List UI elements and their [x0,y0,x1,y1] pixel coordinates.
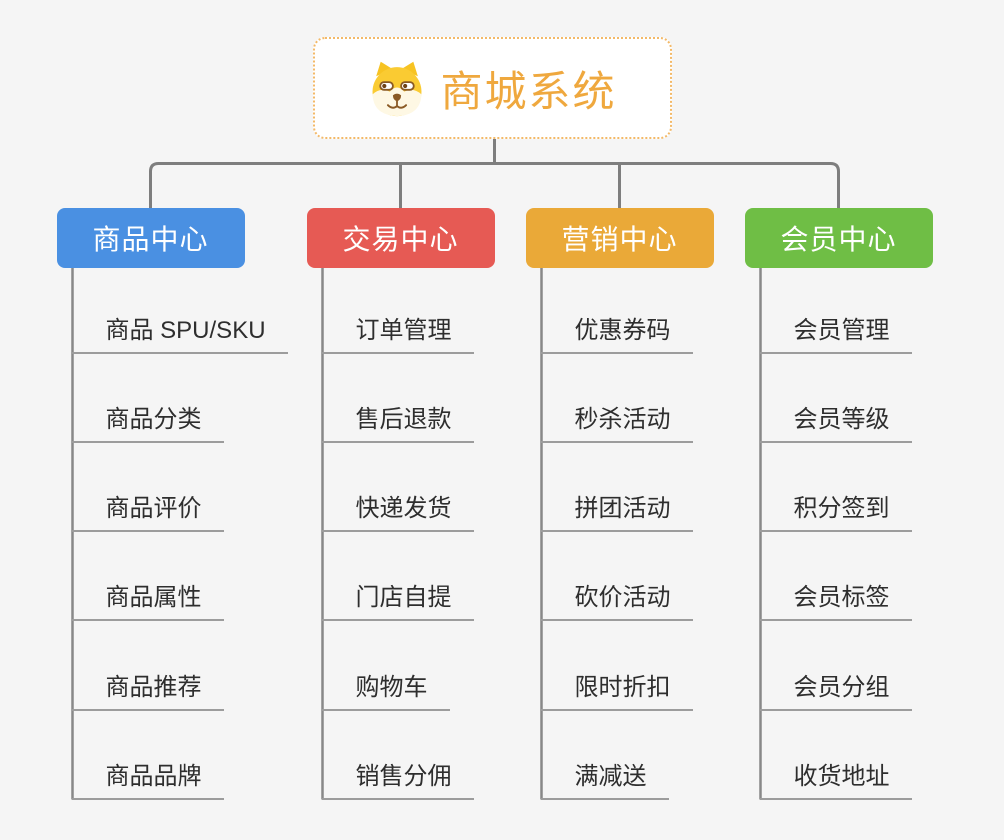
branch-node-marketing-center[interactable]: 营销中心 [525,208,714,268]
child-topic-marketing-center-4[interactable]: 砍价活动 [540,577,693,621]
child-topic-product-center-6[interactable]: 商品品牌 [71,756,224,800]
child-topic-member-center-5[interactable]: 会员分组 [759,667,912,711]
branch-node-product-center[interactable]: 商品中心 [56,208,245,268]
child-topic-marketing-center-1[interactable]: 优惠券码 [540,310,693,354]
child-topic-product-center-5[interactable]: 商品推荐 [71,667,224,711]
child-topic-member-center-3[interactable]: 积分签到 [759,488,912,532]
child-topic-member-center-2[interactable]: 会员等级 [759,399,912,443]
branch-node-trade-center[interactable]: 交易中心 [306,208,495,268]
dog-face-icon [373,61,422,117]
child-topic-product-center-3[interactable]: 商品评价 [71,488,224,532]
root-node[interactable]: 商城系统 [313,37,672,139]
root-title: 商城系统 [440,67,617,115]
child-topic-trade-center-5[interactable]: 购物车 [321,667,450,711]
child-topic-marketing-center-3[interactable]: 拼团活动 [540,488,693,532]
child-topic-product-center-1[interactable]: 商品 SPU/SKU [71,310,288,354]
child-topic-marketing-center-5[interactable]: 限时折扣 [540,667,693,711]
child-topic-marketing-center-6[interactable]: 满减送 [540,756,669,800]
child-topic-trade-center-4[interactable]: 门店自提 [321,577,474,621]
child-topic-member-center-1[interactable]: 会员管理 [759,310,912,354]
child-topic-member-center-4[interactable]: 会员标签 [759,577,912,621]
child-topic-trade-center-6[interactable]: 销售分佣 [321,756,474,800]
child-topic-member-center-6[interactable]: 收货地址 [759,756,912,800]
child-topic-trade-center-1[interactable]: 订单管理 [321,310,474,354]
child-topic-trade-center-2[interactable]: 售后退款 [321,399,474,443]
child-topic-product-center-4[interactable]: 商品属性 [71,577,224,621]
branch-node-member-center[interactable]: 会员中心 [744,208,933,268]
child-topic-product-center-2[interactable]: 商品分类 [71,399,224,443]
child-topic-marketing-center-2[interactable]: 秒杀活动 [540,399,693,443]
branch-bracket-line [149,162,840,208]
child-topic-trade-center-3[interactable]: 快递发货 [321,488,474,532]
